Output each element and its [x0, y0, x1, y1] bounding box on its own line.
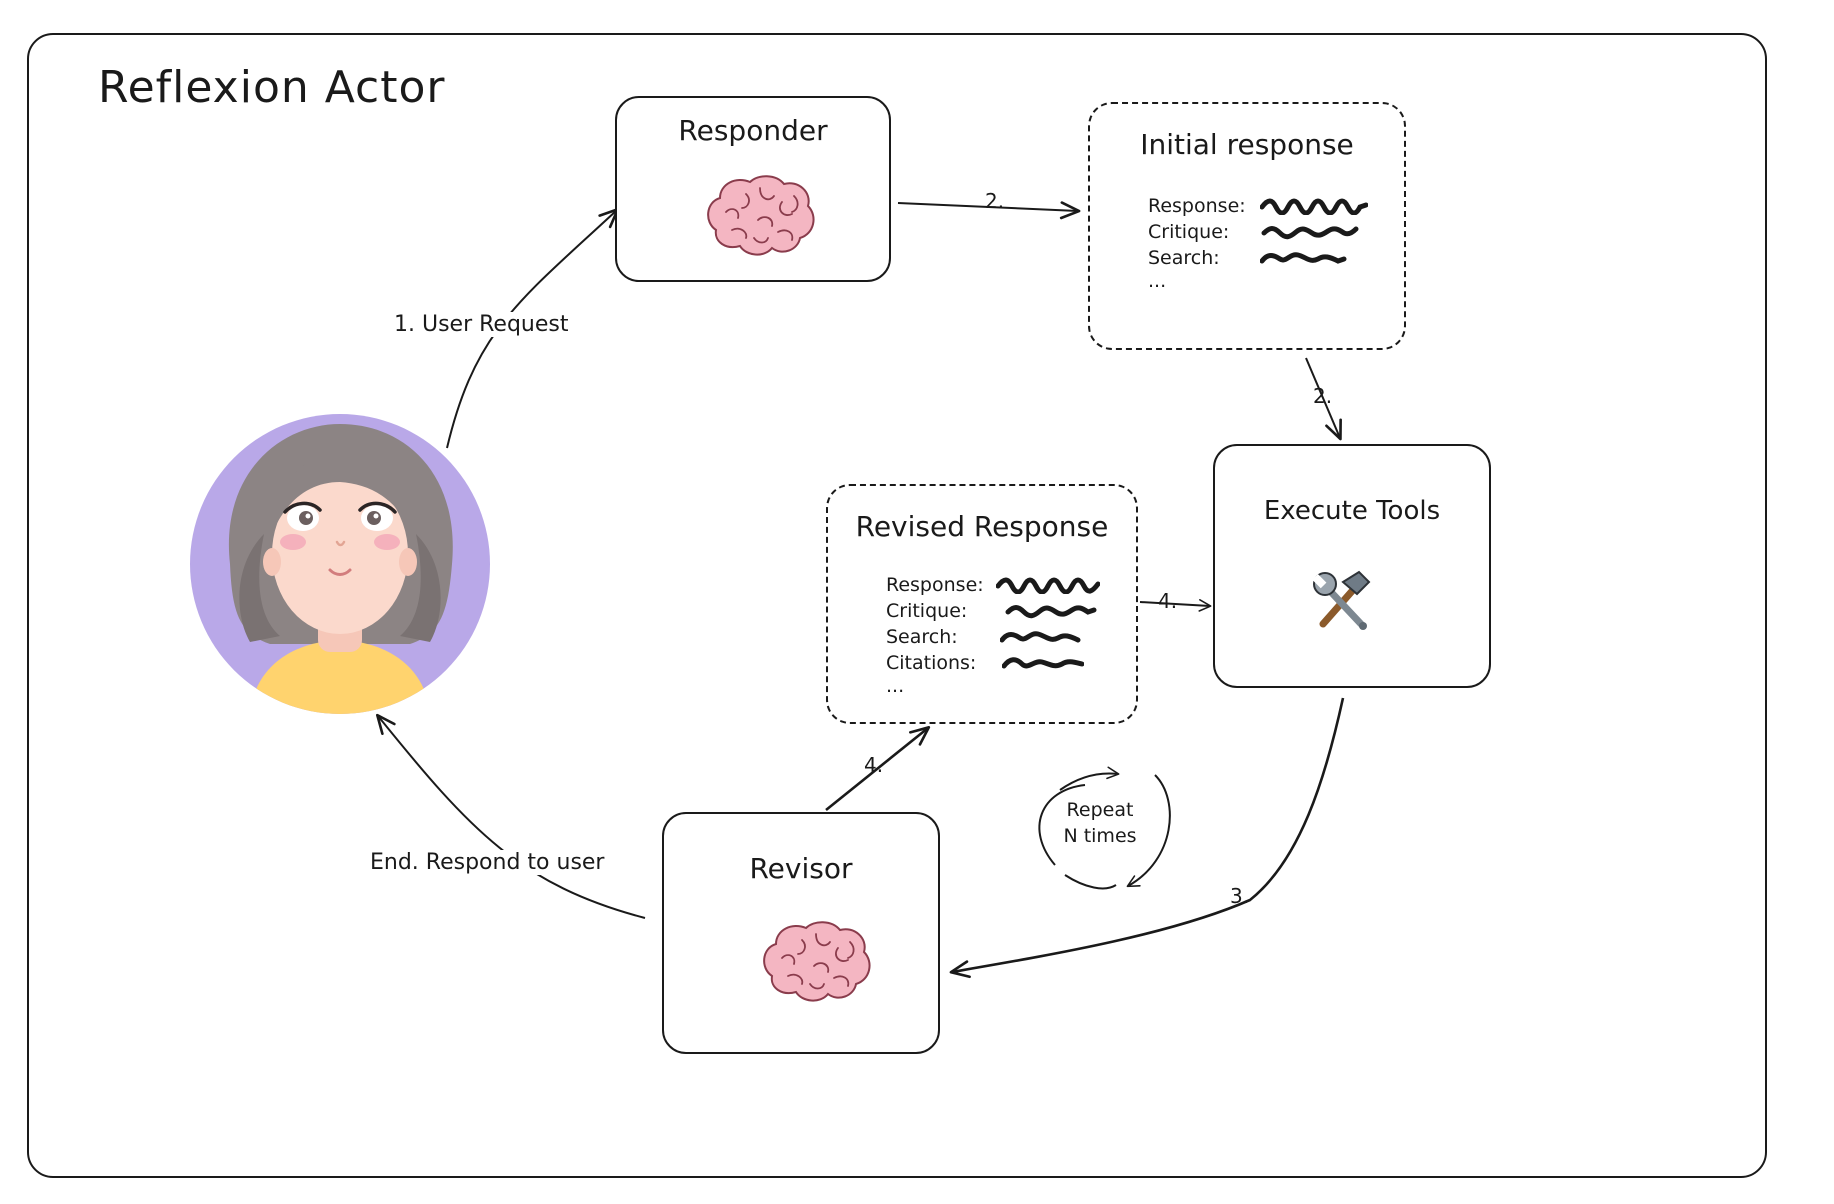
- field-row: Response:: [1148, 193, 1368, 219]
- execute-tools-title: Execute Tools: [1263, 496, 1441, 526]
- edge-label-responder-to-initial: 2.: [985, 189, 1005, 213]
- brain-icon: [707, 175, 815, 256]
- diagram-title: Reflexion Actor: [98, 62, 446, 113]
- initial-response-node[interactable]: Initial response Response: Critique: Sea…: [1088, 102, 1406, 350]
- execute-tools-node[interactable]: Execute Tools: [1213, 444, 1491, 688]
- field-row: Response:: [886, 572, 1100, 598]
- redacted-squiggle: [1002, 657, 1084, 669]
- edge-label-tools-to-revisor: 3.: [1230, 884, 1250, 908]
- edge-label-end-respond: End. Respond to user: [368, 850, 607, 875]
- field-ellipsis: ...: [1148, 270, 1167, 292]
- revisor-title: Revisor: [749, 852, 853, 885]
- repeat-loop-bottom: [1064, 874, 1117, 890]
- brain-icon: [763, 921, 871, 1002]
- edge-revisor-to-revised: [825, 725, 931, 812]
- edge-revised-to-tools: [1139, 599, 1212, 612]
- diagram-frame: [27, 33, 1767, 1178]
- field-label: Search:: [1148, 247, 1220, 269]
- redacted-squiggle: [1005, 605, 1097, 619]
- responder-title: Responder: [678, 114, 828, 147]
- repeat-loop-label: Repeat N times: [1050, 797, 1150, 849]
- field-label: Critique:: [886, 600, 968, 622]
- field-row: Critique:: [886, 598, 1100, 624]
- redacted-squiggle: [996, 577, 1100, 594]
- edge-responder-to-initial: [897, 201, 1081, 220]
- edge-label-initial-to-tools: 2.: [1313, 384, 1333, 408]
- responder-node[interactable]: Responder: [615, 96, 891, 282]
- field-ellipsis: ...: [886, 675, 905, 697]
- repeat-loop-right: [1126, 774, 1171, 888]
- user-avatar: [190, 414, 490, 714]
- repeat-loop-line1: Repeat: [1066, 799, 1134, 821]
- revised-response-fields: Response: Critique: Search: Citations: .…: [886, 572, 1100, 696]
- field-label: Critique:: [1148, 221, 1230, 243]
- repeat-loop-line2: N times: [1063, 825, 1137, 847]
- repeat-loop-top: [1038, 784, 1086, 866]
- field-row: Search:: [1148, 245, 1368, 271]
- redacted-squiggle: [1000, 631, 1081, 643]
- redacted-squiggle: [1260, 252, 1347, 264]
- revisor-node[interactable]: Revisor: [662, 812, 940, 1054]
- hammer-and-wrench-icon: [1312, 570, 1371, 630]
- revised-response-node[interactable]: Revised Response Response: Critique: Sea…: [826, 484, 1138, 724]
- field-label: Response:: [1148, 195, 1246, 217]
- edge-revisor-to-user: [375, 713, 646, 919]
- edge-label-user-request: 1. User Request: [392, 312, 571, 337]
- field-row: Citations:: [886, 650, 1100, 676]
- field-label: Response:: [886, 574, 984, 596]
- repeat-loop-top-arc: [1059, 766, 1120, 791]
- edge-initial-to-tools: [1305, 357, 1342, 441]
- field-label: Search:: [886, 626, 958, 648]
- redacted-squiggle: [1260, 198, 1368, 215]
- redacted-squiggle: [1261, 226, 1359, 240]
- edge-label-revised-to-tools: 4.: [1158, 589, 1178, 613]
- revised-response-title: Revised Response: [855, 510, 1109, 543]
- field-label: Citations:: [886, 652, 977, 674]
- initial-response-fields: Response: Critique: Search: ...: [1148, 193, 1368, 291]
- edge-tools-to-revisor: [949, 697, 1345, 979]
- field-row: Search:: [886, 624, 1100, 650]
- edge-label-revisor-to-revised: 4.: [864, 753, 884, 777]
- initial-response-title: Initial response: [1140, 128, 1354, 161]
- field-row: Critique:: [1148, 219, 1368, 245]
